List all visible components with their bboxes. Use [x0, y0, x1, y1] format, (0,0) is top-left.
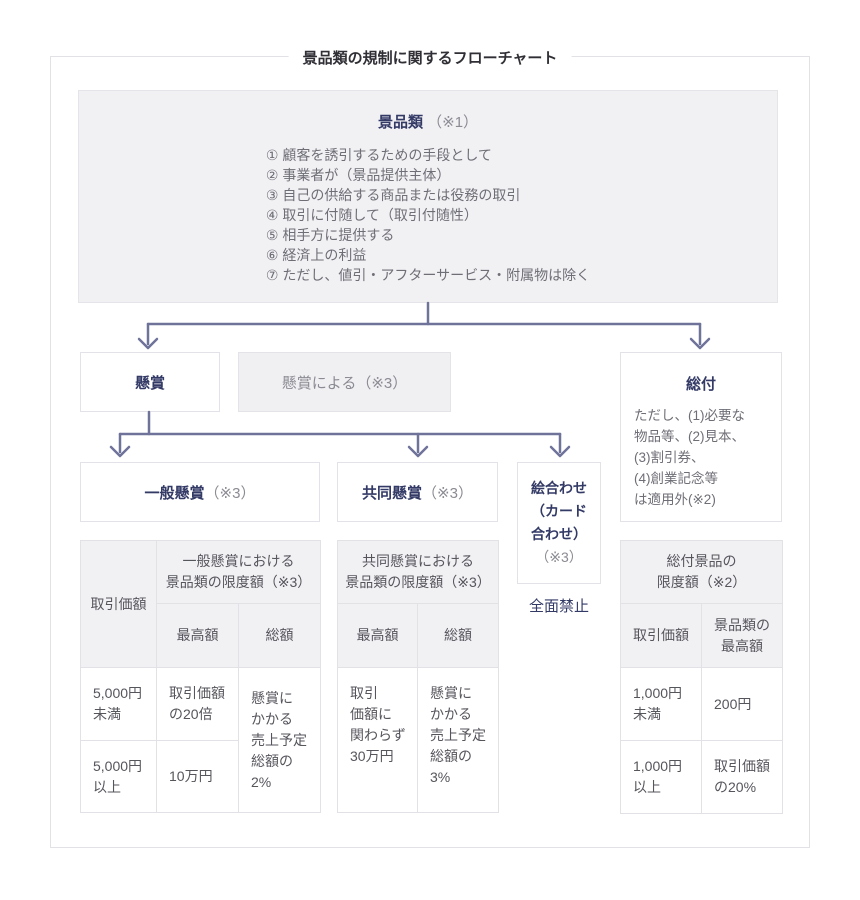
sofu-label: 総付: [685, 376, 716, 393]
table-row: 5,000円 以上 10万円: [80, 740, 321, 813]
heading-note: （※1）: [427, 114, 479, 131]
zenmen-kinshi-label: 全面禁止: [528, 598, 589, 615]
table-row: 総付景品の 限度額（※2）: [620, 540, 783, 604]
merged-header-cell: 一般懸賞における 景品類の限度額（※3）: [156, 540, 321, 604]
table-row: 取引価額 景品類の 最高額: [620, 603, 783, 668]
ippan-kensho-box: 一般懸賞（※3）: [80, 462, 320, 522]
criteria-item: ③ 自己の供給する商品または役務の取引: [265, 187, 521, 203]
table-row: 共同懸賞における 景品類の限度額（※3）: [337, 540, 499, 604]
sub-header-cell: 総額: [417, 603, 499, 668]
kyodo-label: 共同懸賞: [362, 484, 423, 502]
sofu-title: 総付: [621, 373, 781, 394]
box-heading: 景品類 （※1）: [79, 111, 777, 132]
eawase-box: 絵合わせ （カード 合わせ） （※3）: [517, 462, 601, 584]
total-amount-cell: 懸賞に かかる 売上予定 総額の 3%: [417, 667, 499, 813]
kensho-niyoru-label: 懸賞による（※3）: [281, 374, 408, 392]
criteria-item: ② 事業者が（景品提供主体）: [265, 167, 451, 183]
max-amount-cell: 200円: [701, 667, 783, 741]
criteria-item: ① 顧客を誘引するための手段として: [265, 147, 492, 163]
table-row: 1,000円 未満 200円: [620, 667, 783, 741]
criteria-item: ⑦ ただし、値引・アフターサービス・附属物は除く: [265, 267, 591, 283]
sub-header-cell: 取引価額: [620, 603, 702, 668]
sub-header-cell: 最高額: [156, 603, 239, 668]
price-range-cell: 5,000円 未満: [80, 667, 157, 741]
merged-header-cell: 総付景品の 限度額（※2）: [620, 540, 783, 604]
keihin-definition-box: 景品類 （※1） ① 顧客を誘引するための手段として ② 事業者が（景品提供主体…: [78, 90, 778, 303]
table-row: 5,000円 未満 取引価額 の20倍 懸賞に かかる 売上予定 総額の 2%: [80, 667, 321, 813]
max-amount-cell: 取引価額 の20倍: [156, 667, 239, 741]
sofu-limit-table: 総付景品の 限度額（※2） 取引価額 景品類の 最高額 1,000円 未満 20…: [620, 540, 783, 814]
heading-label: 景品類: [377, 114, 423, 131]
ippan-limit-table: 取引価額 一般懸賞における 景品類の限度額（※3） 最高額 総額 5,000円 …: [80, 540, 321, 813]
max-amount-cell: 10万円: [156, 740, 239, 813]
sub-header-cell: 総額: [238, 603, 321, 668]
table-row: 1,000円 以上 取引価額 の20%: [620, 740, 783, 814]
sub-header-cell: 最高額: [337, 603, 418, 668]
kensho-niyoru-box: 懸賞による（※3）: [238, 352, 451, 412]
kyodo-limit-table: 共同懸賞における 景品類の限度額（※3） 最高額 総額 取引 価額に 関わらず …: [337, 540, 499, 813]
page-title: 景品類の規制に関するフローチャート: [288, 47, 572, 68]
criteria-item: ⑤ 相手方に提供する: [265, 227, 395, 243]
table-row: 最高額 総額: [337, 603, 499, 668]
sofu-box: 総付 ただし、(1)必要な 物品等、(2)見本、 (3)割引券、 (4)創業記念…: [620, 352, 782, 522]
kyodo-note: （※3）: [422, 484, 473, 502]
criteria-item: ⑥ 経済上の利益: [265, 247, 367, 263]
criteria-list: ① 顧客を誘引するための手段として ② 事業者が（景品提供主体） ③ 自己の供給…: [266, 145, 590, 285]
price-range-cell: 1,000円 未満: [620, 667, 702, 741]
merged-header-cell: 共同懸賞における 景品類の限度額（※3）: [337, 540, 499, 604]
sub-header-cell: 景品類の 最高額: [701, 603, 783, 668]
price-range-cell: 5,000円 以上: [80, 740, 157, 813]
eawase-note: （※3）: [535, 549, 583, 565]
table-row: 取引価額 一般懸賞における 景品類の限度額（※3）: [80, 540, 321, 668]
price-range-cell: 1,000円 以上: [620, 740, 702, 814]
corner-header-cell: 取引価額: [80, 540, 157, 668]
max-amount-cell: 取引価額 の20%: [701, 740, 783, 814]
criteria-item: ④ 取引に付随して（取引付随性）: [265, 207, 478, 223]
table-row: 最高額 総額: [81, 603, 321, 668]
max-amount-cell: 取引 価額に 関わらず 30万円: [337, 667, 418, 813]
ippan-label: 一般懸賞: [144, 484, 205, 502]
sofu-note: ただし、(1)必要な 物品等、(2)見本、 (3)割引券、 (4)創業記念等 は…: [634, 408, 745, 507]
kensho-box: 懸賞: [80, 352, 220, 412]
eawase-label: 絵合わせ （カード 合わせ）: [531, 480, 587, 542]
total-amount-cell: 懸賞に かかる 売上予定 総額の 2%: [238, 667, 321, 813]
table-row: 取引 価額に 関わらず 30万円 懸賞に かかる 売上予定 総額の 3%: [337, 667, 499, 813]
kyodo-kensho-box: 共同懸賞（※3）: [337, 462, 498, 522]
ippan-note: （※3）: [204, 484, 256, 502]
kensho-label: 懸賞: [134, 374, 165, 392]
